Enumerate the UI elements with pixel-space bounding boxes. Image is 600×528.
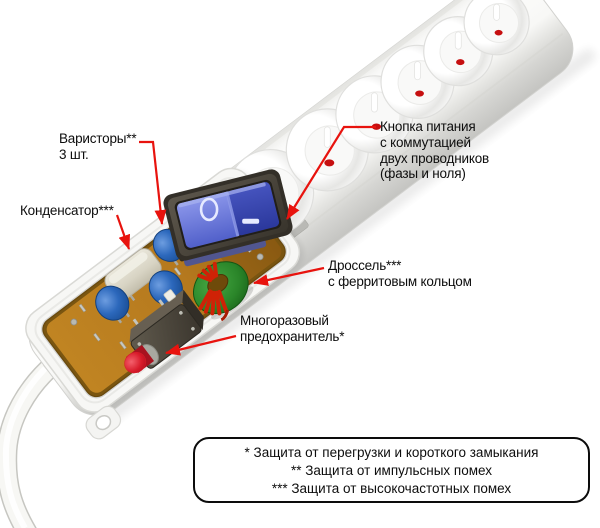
annotation-arrows — [115, 125, 376, 356]
reset-button[interactable] — [120, 340, 162, 379]
footnotes-box: * Защита от перегрузки и короткого замык… — [193, 437, 590, 503]
socket-slot — [454, 31, 462, 50]
pcb-screw — [70, 318, 78, 326]
socket-red-dot — [456, 59, 465, 66]
choke-toroid — [193, 261, 254, 322]
socket-red-dot — [324, 159, 335, 167]
choke-wire-lead — [220, 309, 230, 322]
socket-red-dot — [371, 123, 382, 130]
socket-red-dot — [415, 90, 424, 97]
outlet-1 — [463, 0, 530, 56]
choke-label: Дроссель*** с ферритовым кольцом — [328, 258, 472, 289]
capacitor-label: Конденсатор*** — [20, 203, 114, 218]
pcb-screw — [256, 253, 264, 261]
capacitor-arrow — [115, 214, 131, 250]
lid-groove — [295, 32, 564, 236]
switch-rocker[interactable] — [176, 181, 280, 249]
socket-red-dot — [494, 29, 503, 36]
choke-windings — [197, 261, 229, 316]
mounting-tab — [85, 405, 122, 440]
power-switch — [163, 169, 293, 267]
socket-slot — [414, 61, 421, 81]
socket-slot — [323, 126, 331, 148]
socket-slot — [493, 3, 501, 21]
power-button-arrow — [286, 125, 376, 220]
choke-arrow — [253, 266, 325, 286]
fuse-arrow — [165, 334, 237, 356]
mounting-hole — [95, 414, 112, 431]
varistors-arrow — [139, 140, 167, 225]
varistor-disc-3 — [95, 285, 131, 324]
switch-off-symbol — [199, 197, 219, 222]
fuse-label: Многоразовый предохранитель* — [240, 313, 345, 344]
strip-shadow — [97, 48, 596, 428]
varistors-label: Варисторы** 3 шт. — [59, 131, 137, 162]
power-strip — [25, 0, 596, 440]
switch-on-symbol — [242, 218, 260, 224]
fuse-lever — [163, 289, 176, 302]
footnote-line-1: * Защита от перегрузки и короткого замык… — [244, 444, 539, 460]
socket-slot — [371, 92, 378, 113]
footnote-line-3: *** Защита от высокочастотных помех — [271, 480, 512, 496]
power-button-label: Кнопка питания с коммутацией двух провод… — [380, 119, 489, 182]
footnote-line-2: ** Защита от импульсных помех — [291, 462, 492, 478]
